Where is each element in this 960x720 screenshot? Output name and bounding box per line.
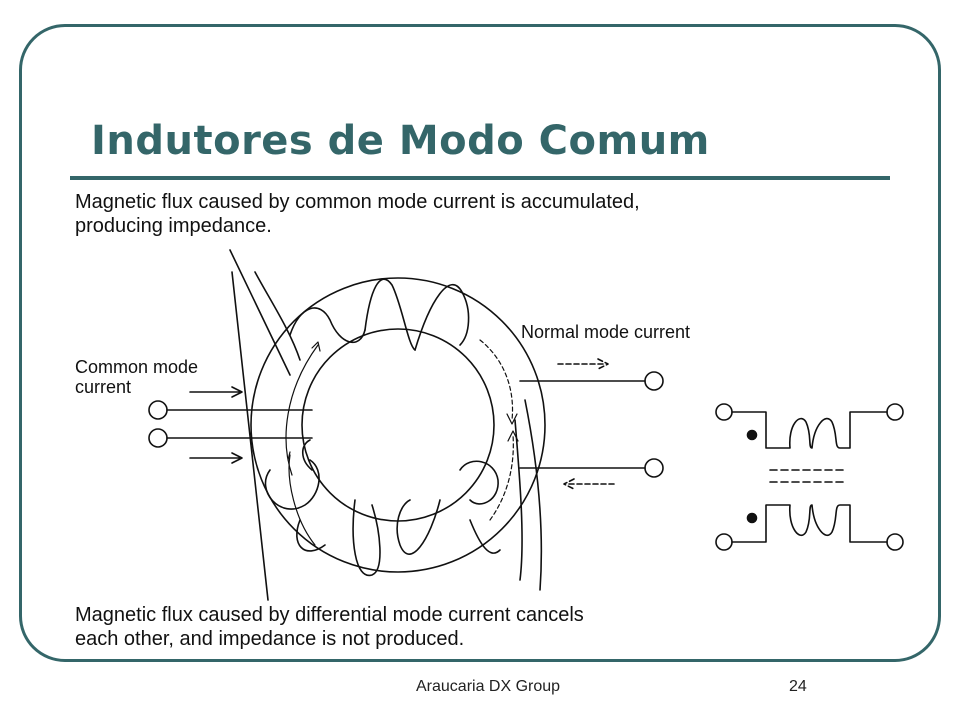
schematic-dot-bottom xyxy=(746,512,758,524)
winding-left-4 xyxy=(364,278,416,351)
title-underline xyxy=(70,176,890,180)
footer-group-name: Araucaria DX Group xyxy=(416,678,561,695)
winding-right-3 xyxy=(514,419,523,581)
winding-left-7 xyxy=(301,439,313,471)
common-mode-label-line1: Common mode xyxy=(75,357,199,377)
input-terminal-top xyxy=(148,400,168,420)
schematic-coil-bottom xyxy=(731,504,888,543)
caption-top: Magnetic flux caused by common mode curr… xyxy=(75,190,835,238)
winding-left-5 xyxy=(264,459,320,510)
flux-arrow-left-up-head xyxy=(311,341,321,352)
footer-page-number: 24 xyxy=(789,678,807,695)
common-mode-label-line2: current xyxy=(75,377,132,397)
toroid-core-outer xyxy=(250,277,546,573)
schematic-dot-top xyxy=(746,429,758,441)
toroid-core-inner xyxy=(301,328,495,522)
winding-right-2 xyxy=(524,399,543,591)
winding-left-3 xyxy=(289,307,366,344)
slide-frame xyxy=(19,24,941,662)
winding-left-2 xyxy=(231,271,269,601)
schematic-coil-top xyxy=(731,411,888,449)
flux-arrow-right-up-head xyxy=(507,430,519,442)
schematic-terminal-br xyxy=(886,533,904,551)
flux-arrow-right-up xyxy=(489,434,514,521)
schematic-terminal-tl xyxy=(715,403,733,421)
common-mode-label: Common mode current xyxy=(75,357,198,397)
choke-schematic-symbol xyxy=(715,403,904,551)
flux-arrow-right-down-head xyxy=(506,413,518,425)
caption-bottom-line1: Magnetic flux caused by differential mod… xyxy=(75,604,584,626)
schematic-terminal-tr xyxy=(886,403,904,421)
flux-arrow-left-down-head xyxy=(287,451,291,461)
winding-right-7 xyxy=(469,519,501,554)
winding-right-6 xyxy=(352,499,381,576)
output-terminal-top xyxy=(644,371,664,391)
input-terminal-bottom xyxy=(148,428,168,448)
winding-right-1 xyxy=(414,284,470,351)
normal-mode-label: Normal mode current xyxy=(521,322,691,342)
common-mode-arrow-bottom xyxy=(189,452,243,464)
flux-arrow-left-down xyxy=(288,454,316,546)
normal-mode-arrow-in xyxy=(563,478,615,490)
slide-title: Indutores de Modo Comum xyxy=(91,118,710,164)
winding-left-6 xyxy=(296,519,326,552)
normal-mode-arrow-out xyxy=(557,358,609,370)
caption-bottom-line2: each other, and impedance is not produce… xyxy=(75,628,465,650)
winding-right-4 xyxy=(459,460,499,505)
flux-arrow-right-down xyxy=(479,339,514,421)
output-terminal-bottom xyxy=(644,458,664,478)
schematic-terminal-bl xyxy=(715,533,733,551)
caption-top-line1: Magnetic flux caused by common mode curr… xyxy=(75,191,640,213)
common-mode-arrow-top xyxy=(189,386,243,398)
caption-top-line2: producing impedance. xyxy=(75,215,272,237)
winding-left-1 xyxy=(229,249,301,376)
winding-right-5 xyxy=(396,499,441,555)
caption-bottom: Magnetic flux caused by differential mod… xyxy=(75,603,835,651)
